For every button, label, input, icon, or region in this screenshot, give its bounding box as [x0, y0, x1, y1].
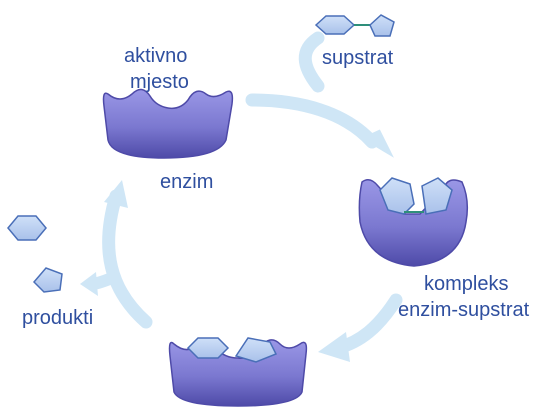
- label-enzyme: enzim: [160, 170, 213, 194]
- enzyme-free: [104, 89, 233, 158]
- label-complex-line1: kompleks: [424, 272, 508, 296]
- arrow-complex-to-products: [318, 300, 396, 362]
- product-molecule-hexagon: [8, 216, 46, 240]
- label-products: produkti: [22, 306, 93, 330]
- arrow-enzyme-to-complex: [252, 100, 394, 162]
- enzyme-product-complex: [170, 338, 307, 406]
- substrate-inflow-arrow: [305, 38, 318, 86]
- label-substrate: supstrat: [322, 46, 393, 70]
- label-complex-line2: enzim-supstrat: [398, 298, 529, 322]
- substrate-molecule: [316, 15, 394, 36]
- label-active-site-line2: mjesto: [130, 70, 189, 94]
- label-active-site-line1: aktivno: [124, 44, 187, 68]
- product-molecule-pentagon: [34, 268, 62, 292]
- product-release-arrow: [80, 272, 112, 296]
- enzyme-substrate-complex: [359, 178, 467, 266]
- arrow-products-to-enzyme: [104, 180, 146, 322]
